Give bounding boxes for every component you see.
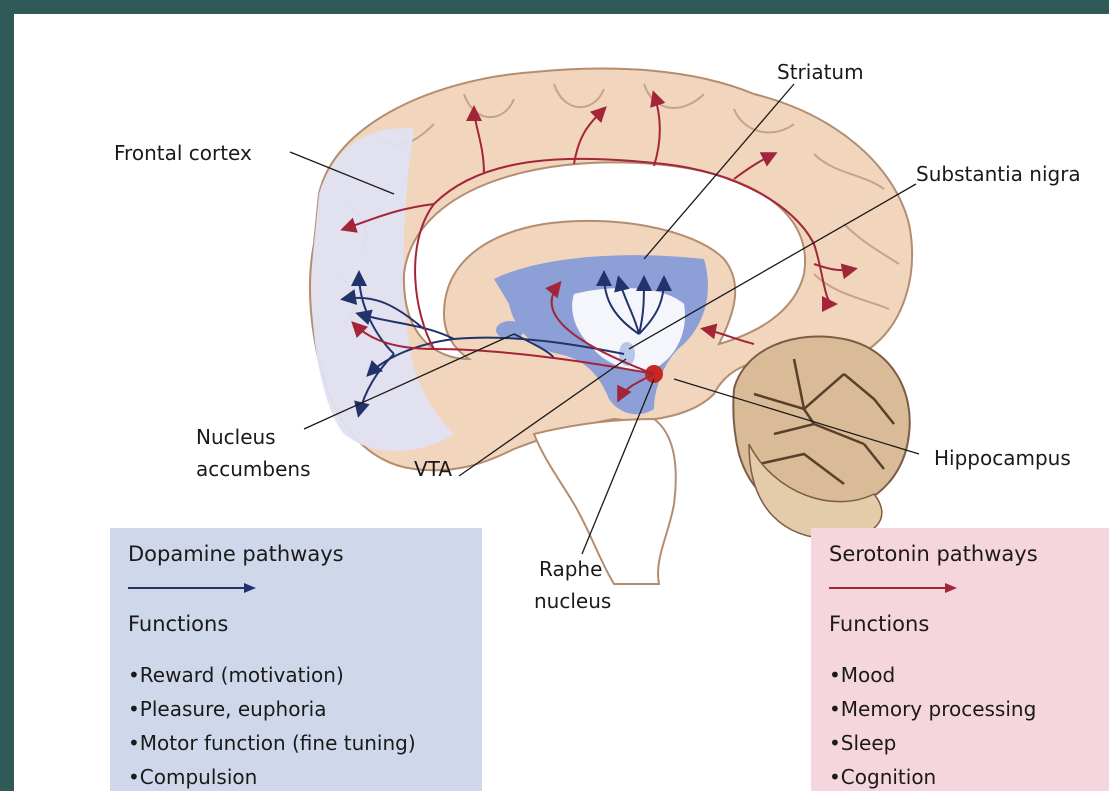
label-raphe-line2: nucleus	[534, 587, 611, 615]
dopamine-functions-heading: Functions	[128, 612, 228, 636]
label-hippocampus: Hippocampus	[934, 444, 1071, 472]
list-item: •Mood	[829, 658, 1036, 692]
serotonin-legend-panel: Serotonin pathways Functions •Mood •Memo…	[811, 528, 1109, 791]
label-nucleus-accumbens-line1: Nucleus	[196, 423, 276, 451]
list-item: •Motor function (fine tuning)	[128, 726, 416, 760]
list-item: •Reward (motivation)	[128, 658, 416, 692]
dopamine-title: Dopamine pathways	[128, 542, 344, 566]
serotonin-arrow-icon	[829, 580, 959, 596]
label-striatum: Striatum	[777, 58, 864, 86]
serotonin-title: Serotonin pathways	[829, 542, 1038, 566]
list-item: •Compulsion	[128, 760, 416, 791]
list-item: •Pleasure, euphoria	[128, 692, 416, 726]
label-raphe-line1: Raphe	[539, 555, 602, 583]
dopamine-legend-panel: Dopamine pathways Functions •Reward (mot…	[110, 528, 482, 791]
list-item: •Sleep	[829, 726, 1036, 760]
label-frontal-cortex: Frontal cortex	[114, 139, 252, 167]
diagram-canvas: Frontal cortex Striatum Substantia nigra…	[14, 14, 1109, 791]
list-item: •Cognition	[829, 760, 1036, 791]
dopamine-arrow-icon	[128, 580, 258, 596]
label-substantia-nigra: Substantia nigra	[916, 160, 1081, 188]
label-vta: VTA	[414, 455, 452, 483]
serotonin-functions-list: •Mood •Memory processing •Sleep •Cogniti…	[829, 658, 1036, 791]
serotonin-functions-heading: Functions	[829, 612, 929, 636]
label-nucleus-accumbens-line2: accumbens	[196, 455, 311, 483]
list-item: •Memory processing	[829, 692, 1036, 726]
dopamine-functions-list: •Reward (motivation) •Pleasure, euphoria…	[128, 658, 416, 791]
